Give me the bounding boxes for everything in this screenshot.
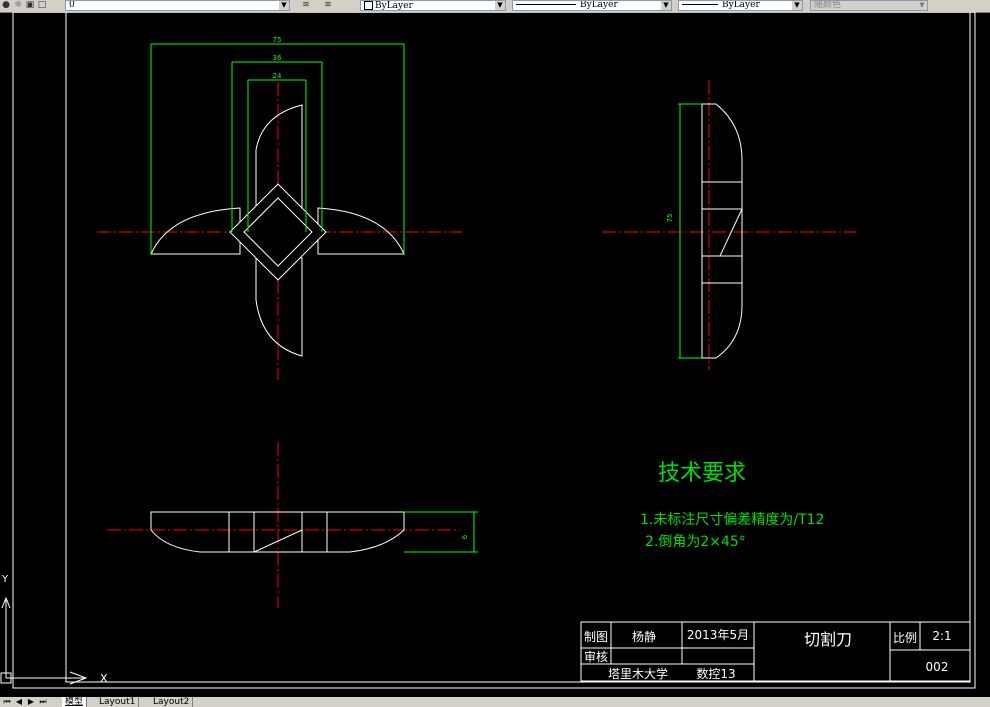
class-name: 数控13	[696, 666, 735, 681]
scale-value: 2:1	[932, 629, 951, 643]
chevron-down-icon[interactable]: ▼	[661, 1, 671, 10]
color-square-icon[interactable]: □	[37, 0, 47, 10]
drawing-number: 002	[926, 660, 949, 674]
lock-icon[interactable]: ▣	[25, 0, 35, 10]
tech-requirement-1: 1.未标注尺寸偏差精度为/T12	[640, 512, 824, 528]
tech-requirements-title: 技术要求	[658, 461, 746, 486]
tab-layout2[interactable]: Layout2	[150, 697, 194, 707]
color-value: ByLayer	[375, 1, 413, 11]
chevron-down-icon[interactable]: ▼	[495, 1, 505, 10]
drawn-label: 制图	[584, 630, 608, 644]
side-profile	[701, 103, 743, 359]
blade-bottom	[255, 257, 303, 357]
layer-value: 0	[69, 0, 75, 10]
tech-requirement-2: 2.倒角为2×45°	[645, 534, 746, 550]
tab-model[interactable]: 模型	[62, 697, 88, 707]
first-tab-icon[interactable]: ⏮	[3, 697, 11, 706]
drawing-canvas[interactable]: 75 36 24 75 6 技术要求 1.未标注尺寸偏差精度为/T12 2.倒角…	[0, 12, 990, 697]
linetype-value: ByLayer	[580, 0, 618, 10]
layout-tabs: ⏮ ◀ ▶ ⏭ 模型 Layout1 Layout2	[0, 697, 990, 707]
sheet-inner-border	[65, 12, 971, 683]
ucs-y-label: Y	[1, 574, 9, 585]
layer-make-current-icon[interactable]: ≋	[302, 0, 310, 10]
side-view: 75	[602, 80, 856, 370]
sun-icon[interactable]: ☼	[13, 0, 23, 10]
color-dropdown[interactable]: ByLayer ▼	[360, 0, 506, 11]
chevron-down-icon[interactable]: ▼	[279, 1, 289, 10]
hub-inner	[243, 197, 313, 267]
title-block	[580, 621, 971, 682]
color-swatch-icon	[364, 1, 373, 10]
layer-previous-icon[interactable]: ≋	[324, 0, 332, 10]
dim-side-75: 75	[666, 214, 674, 223]
blade-left	[150, 207, 241, 255]
lineweight-value: ByLayer	[722, 0, 760, 10]
last-tab-icon[interactable]: ⏭	[39, 697, 47, 706]
chevron-down-icon[interactable]: ▼	[792, 1, 802, 10]
blade-top	[255, 104, 303, 211]
front-view: 75 36 24	[97, 36, 462, 380]
hub-outer	[229, 183, 327, 281]
dimension-lines	[150, 43, 405, 254]
blade-right	[317, 207, 405, 255]
chevron-down-icon: ▼	[917, 1, 927, 10]
lightbulb-icon[interactable]: ●	[2, 0, 10, 10]
linetype-preview	[516, 4, 576, 5]
dim-36: 36	[273, 54, 282, 62]
dim-75: 75	[273, 36, 282, 44]
bottom-view: 6	[107, 442, 478, 608]
ucs-x-label: X	[100, 672, 108, 685]
lineweight-dropdown[interactable]: ByLayer ▼	[678, 0, 803, 11]
part-name: 切割刀	[804, 630, 852, 649]
plotstyle-dropdown: 随颜色 ▼	[810, 0, 928, 11]
dim-6: 6	[461, 534, 469, 539]
layer-dropdown[interactable]: 0 ▼	[65, 0, 290, 11]
tab-layout1[interactable]: Layout1	[96, 697, 140, 707]
drawing-date: 2013年5月	[687, 628, 749, 642]
scale-label: 比例	[893, 631, 917, 645]
check-label: 审核	[584, 649, 608, 664]
bottom-profile	[150, 511, 405, 553]
lineweight-preview	[682, 4, 718, 5]
prev-tab-icon[interactable]: ◀	[15, 697, 23, 706]
sheet-outer-border	[12, 12, 976, 689]
ucs-icon	[0, 596, 88, 685]
next-tab-icon[interactable]: ▶	[27, 697, 35, 706]
plotstyle-value: 随颜色	[814, 0, 842, 10]
school-name: 塔里木大学	[608, 666, 668, 681]
drawn-by: 杨静	[632, 629, 656, 644]
linetype-dropdown[interactable]: ByLayer ▼	[512, 0, 672, 11]
properties-toolbar: ● ☼ ▣ □ 0 ▼ ≋ ≋ ByLayer ▼ ByLayer ▼ ByLa…	[0, 0, 990, 13]
dim-24: 24	[273, 72, 282, 80]
